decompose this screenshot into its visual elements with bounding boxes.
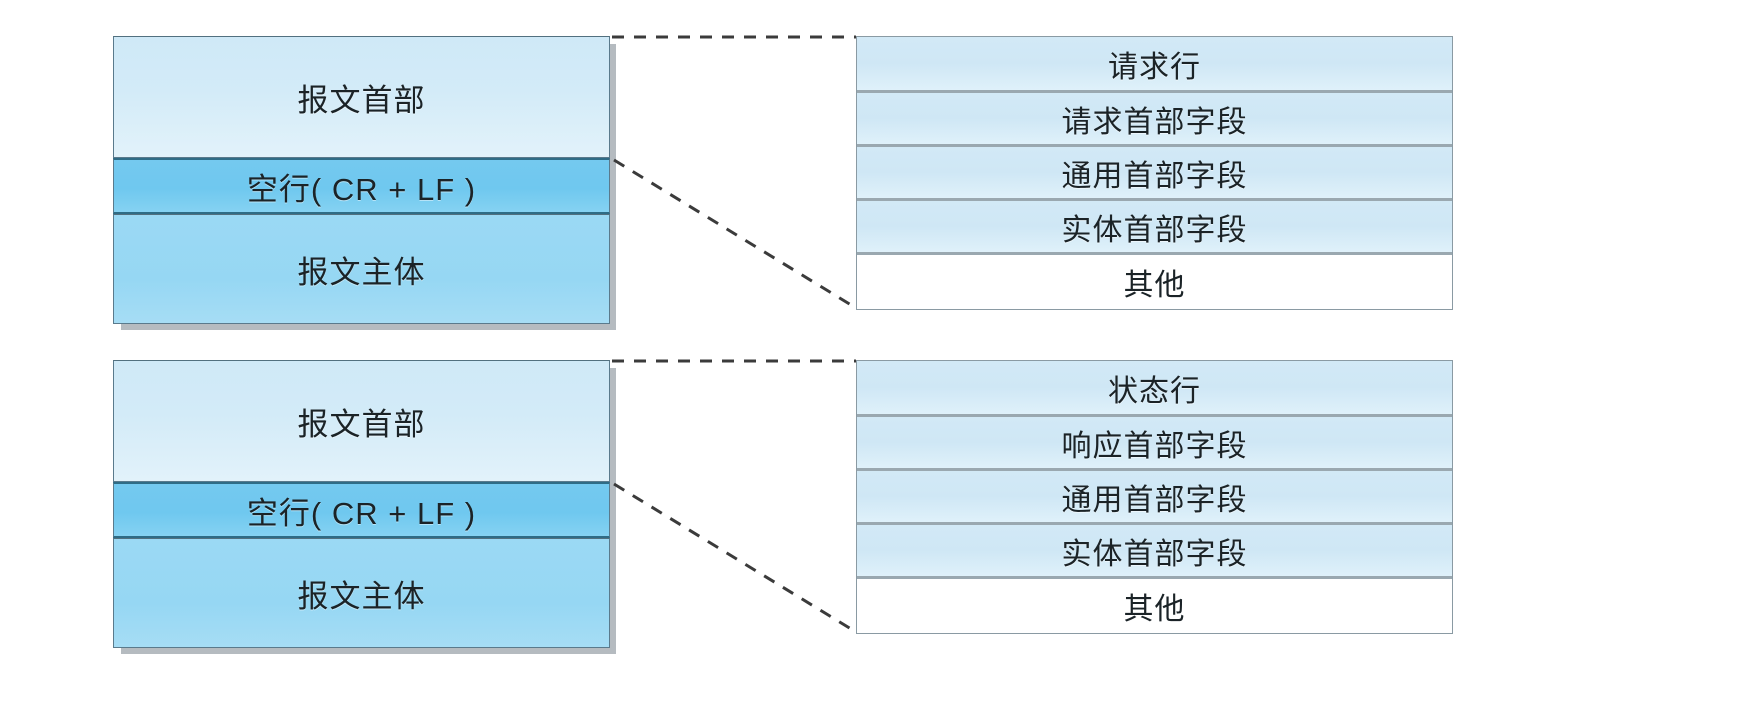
table-row: 实体首部字段 — [857, 525, 1452, 579]
table-row: 响应首部字段 — [857, 417, 1452, 471]
request-detail-row-label: 实体首部字段 — [1061, 213, 1248, 247]
response-connector-diagonal-line — [613, 482, 857, 634]
request-blank-line-label: 空行( CR + LF ) — [246, 171, 477, 207]
response-detail-row-label: 实体首部字段 — [1061, 537, 1248, 571]
response-detail-row-label: 响应首部字段 — [1061, 429, 1248, 463]
response-detail-table: 状态行 响应首部字段 通用首部字段 实体首部字段 其他 — [856, 360, 1453, 634]
response-blank-line-label: 空行( CR + LF ) — [246, 495, 477, 531]
table-row: 其他 — [857, 255, 1452, 309]
table-row: 通用首部字段 — [857, 471, 1452, 525]
response-detail-row-label: 状态行 — [1108, 374, 1201, 408]
request-blank-line-segment: 空行( CR + LF ) — [113, 158, 610, 214]
request-message-header-segment: 报文首部 — [113, 36, 610, 158]
response-message-header-segment: 报文首部 — [113, 360, 610, 482]
request-detail-row-label: 通用首部字段 — [1061, 159, 1248, 193]
response-blank-line-segment: 空行( CR + LF ) — [113, 482, 610, 538]
request-detail-row-label: 其他 — [1123, 269, 1186, 302]
response-message-header-label: 报文首部 — [297, 406, 426, 442]
response-detail-row-label: 通用首部字段 — [1061, 483, 1248, 517]
table-row: 状态行 — [857, 361, 1452, 417]
request-detail-table: 请求行 请求首部字段 通用首部字段 实体首部字段 其他 — [856, 36, 1453, 310]
response-message-body-label: 报文主体 — [297, 578, 426, 614]
response-message-body-segment: 报文主体 — [113, 538, 610, 648]
request-connector-diagonal-line — [613, 158, 857, 310]
request-message-body-label: 报文主体 — [297, 254, 426, 290]
table-row: 通用首部字段 — [857, 147, 1452, 201]
table-row: 请求行 — [857, 37, 1452, 93]
request-message-body-segment: 报文主体 — [113, 214, 610, 324]
table-row: 请求首部字段 — [857, 93, 1452, 147]
table-row: 其他 — [857, 579, 1452, 633]
request-detail-row-label: 请求行 — [1108, 50, 1201, 84]
request-detail-row-label: 请求首部字段 — [1061, 105, 1248, 139]
table-row: 实体首部字段 — [857, 201, 1452, 255]
response-detail-row-label: 其他 — [1123, 593, 1186, 626]
request-message-box: 报文首部 空行( CR + LF ) 报文主体 — [113, 36, 610, 324]
response-message-box: 报文首部 空行( CR + LF ) 报文主体 — [113, 360, 610, 648]
request-message-header-label: 报文首部 — [297, 82, 426, 118]
